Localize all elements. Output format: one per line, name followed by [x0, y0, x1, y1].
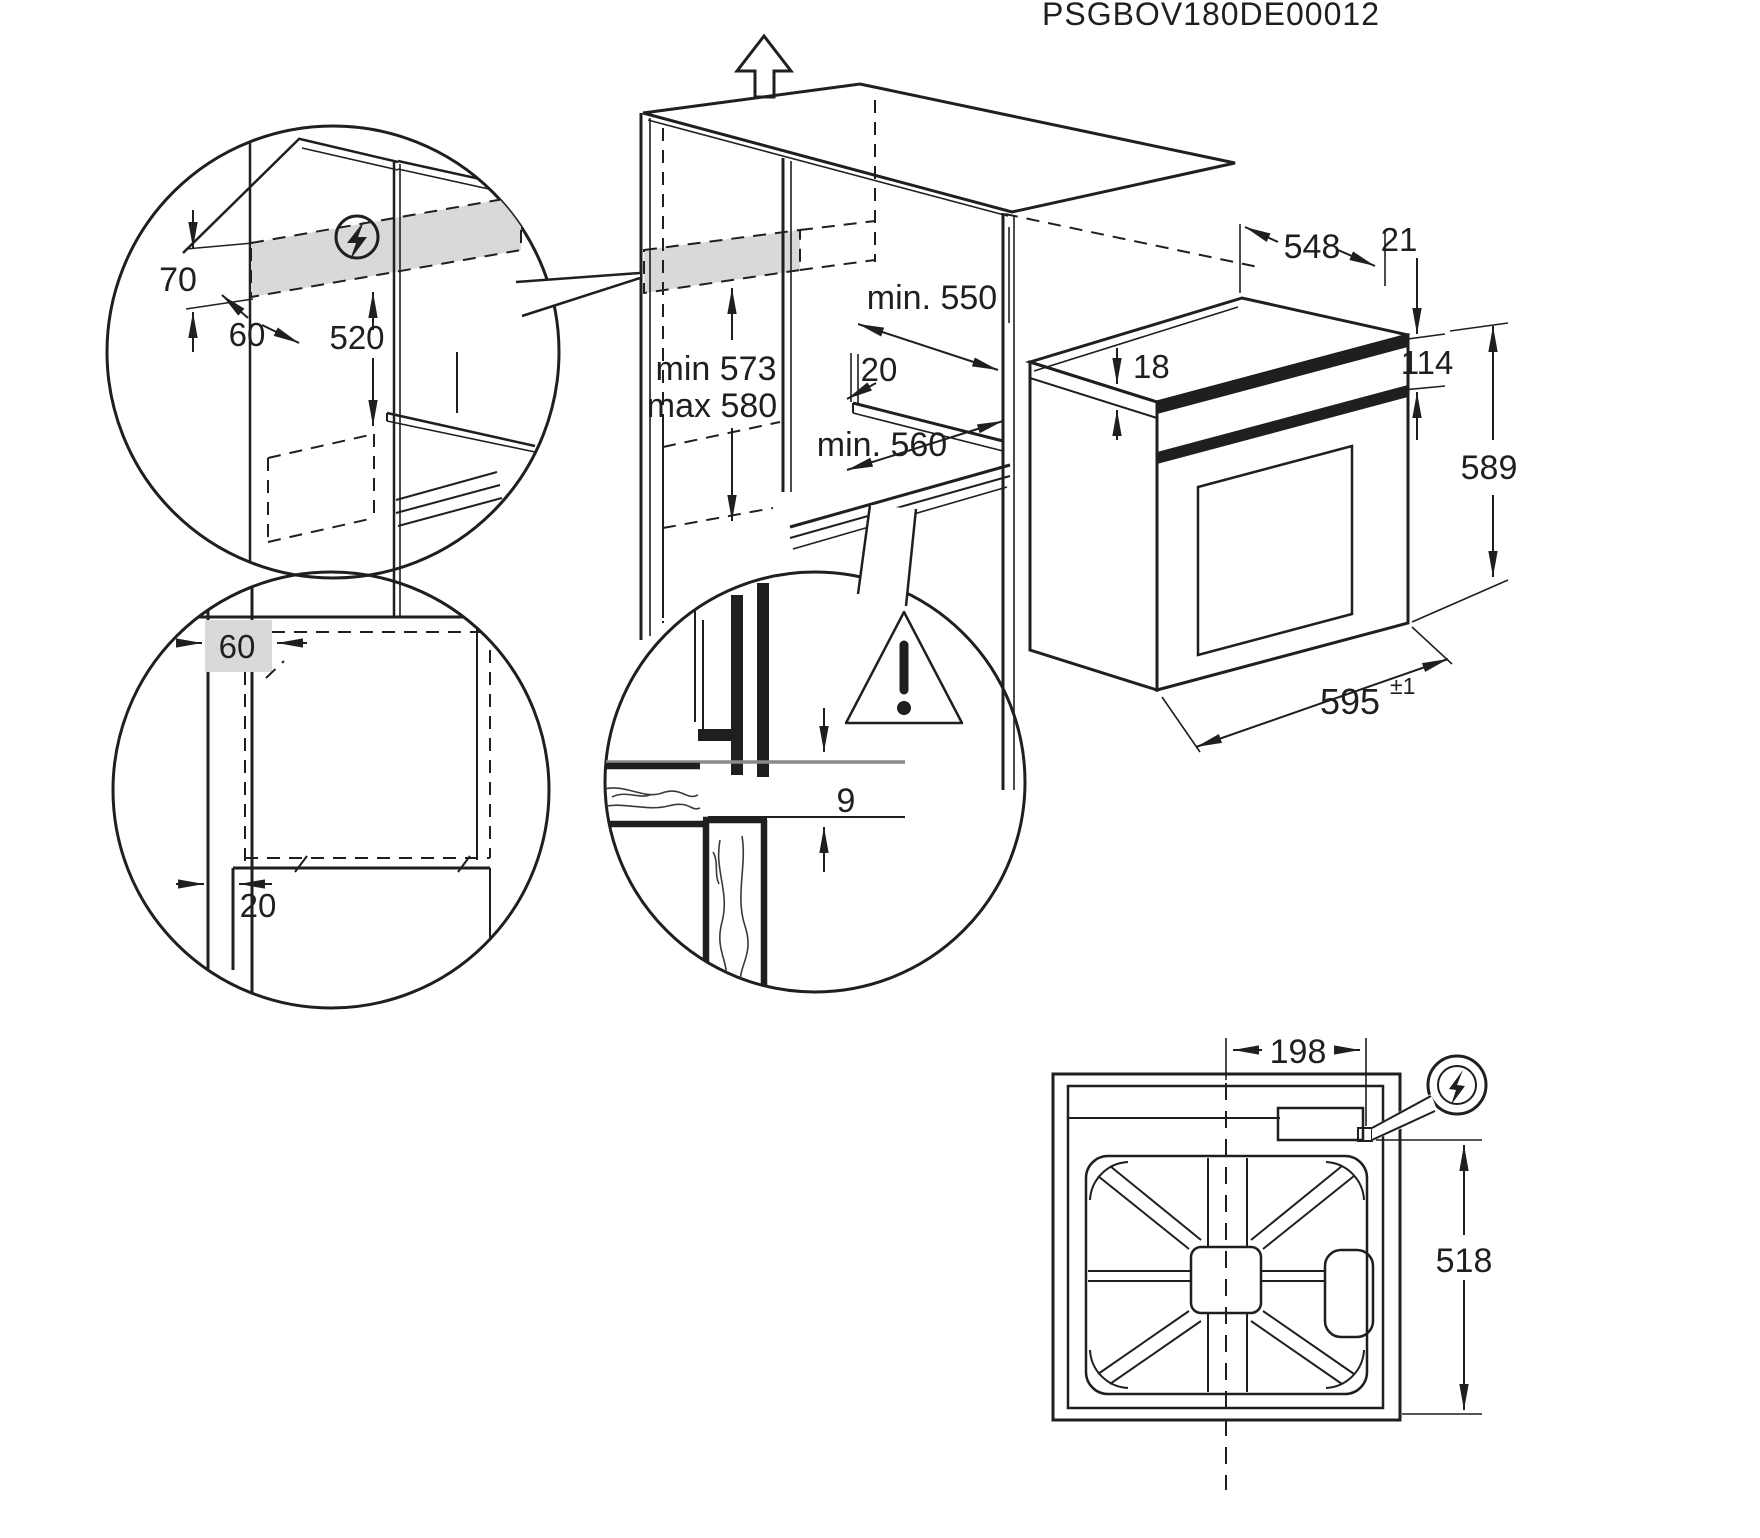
oven-width-tolerance-label: ±1 [1390, 673, 1415, 699]
dim-top-recess: 18 [1112, 348, 1170, 440]
oven-width-label: 595 [1320, 681, 1380, 722]
detail-circle-base-cutout: 60 20 [111, 570, 551, 1010]
dim-niche-depth: min. 550 [857, 279, 999, 371]
control-panel-band [1157, 335, 1408, 414]
dim-vent-gap: 9 [819, 708, 856, 872]
dim-recess-depth: 60 [221, 294, 300, 353]
recess-depth-label: 60 [229, 316, 266, 353]
dim-control-panel-height: 114 [1392, 258, 1454, 440]
terminal-strip [1276, 1106, 1365, 1142]
dim-mains-offset: 198 [1225, 1033, 1367, 1126]
dim-oven-depth: 548 [1008, 224, 1341, 323]
dim-front-setback: 20 [176, 879, 277, 924]
oven-depth-label: 548 [1284, 228, 1341, 266]
front-clearance-label: 21 [1381, 221, 1418, 258]
dim-niche-height: min 573 max 580 [647, 288, 777, 521]
niche-height-max-label: max 580 [647, 387, 777, 425]
detail-circle-vent-gap: 9 [603, 570, 1027, 994]
recess-height-label: 70 [159, 261, 197, 299]
dim-oven-height: 589 [1411, 322, 1518, 623]
niche-depth-label: min. 550 [867, 279, 997, 317]
oven-height-label: 589 [1461, 449, 1518, 487]
top-recess-label: 18 [1133, 348, 1170, 385]
side-gap-label: 60 [219, 628, 256, 665]
mains-offset-label: 198 [1270, 1033, 1327, 1071]
vent-gap-label: 9 [837, 782, 856, 820]
up-arrow-icon [733, 33, 795, 99]
rear-gap-label: 20 [861, 351, 898, 388]
detail-circle-top-connection: 70 60 520 [105, 124, 561, 580]
electrical-connection-icon [1371, 1054, 1488, 1141]
electrical-recess-strip [644, 230, 800, 293]
dim-rear-gap: 20 [846, 351, 898, 400]
callout-wedge-vent [856, 504, 918, 607]
oven-isometric: 548 21 18 114 589 [1008, 221, 1518, 753]
dim-recess-to-shelf: 520 [329, 292, 385, 426]
oven-rear-view: 198 518 [1051, 1033, 1493, 1490]
oven-door-window [1196, 444, 1354, 657]
callout-wedge-top [515, 271, 641, 318]
rear-height-label: 518 [1436, 1242, 1493, 1280]
front-setback-label: 20 [240, 887, 277, 924]
dim-rear-height: 518 [1376, 1139, 1493, 1415]
warning-icon [844, 610, 964, 725]
dim-niche-width: min. 560 [817, 420, 1004, 471]
dim-recess-height: 70 [159, 210, 254, 352]
control-panel-height-label: 114 [1401, 344, 1454, 381]
niche-height-min-label: min 573 [656, 350, 777, 388]
model-code: PSGBOV180DE00012 [1042, 0, 1380, 32]
electrical-connection-icon [334, 214, 380, 260]
recess-to-shelf-label: 520 [329, 319, 384, 356]
dim-side-gap: 60 [176, 628, 307, 665]
dim-front-clearance: 21 [1337, 221, 1418, 286]
cabinet-column: min 573 max 580 min. 550 20 min. 560 [639, 33, 1259, 790]
side-gap-highlight [205, 620, 272, 672]
dim-oven-width: 595 ±1 [1161, 626, 1453, 753]
